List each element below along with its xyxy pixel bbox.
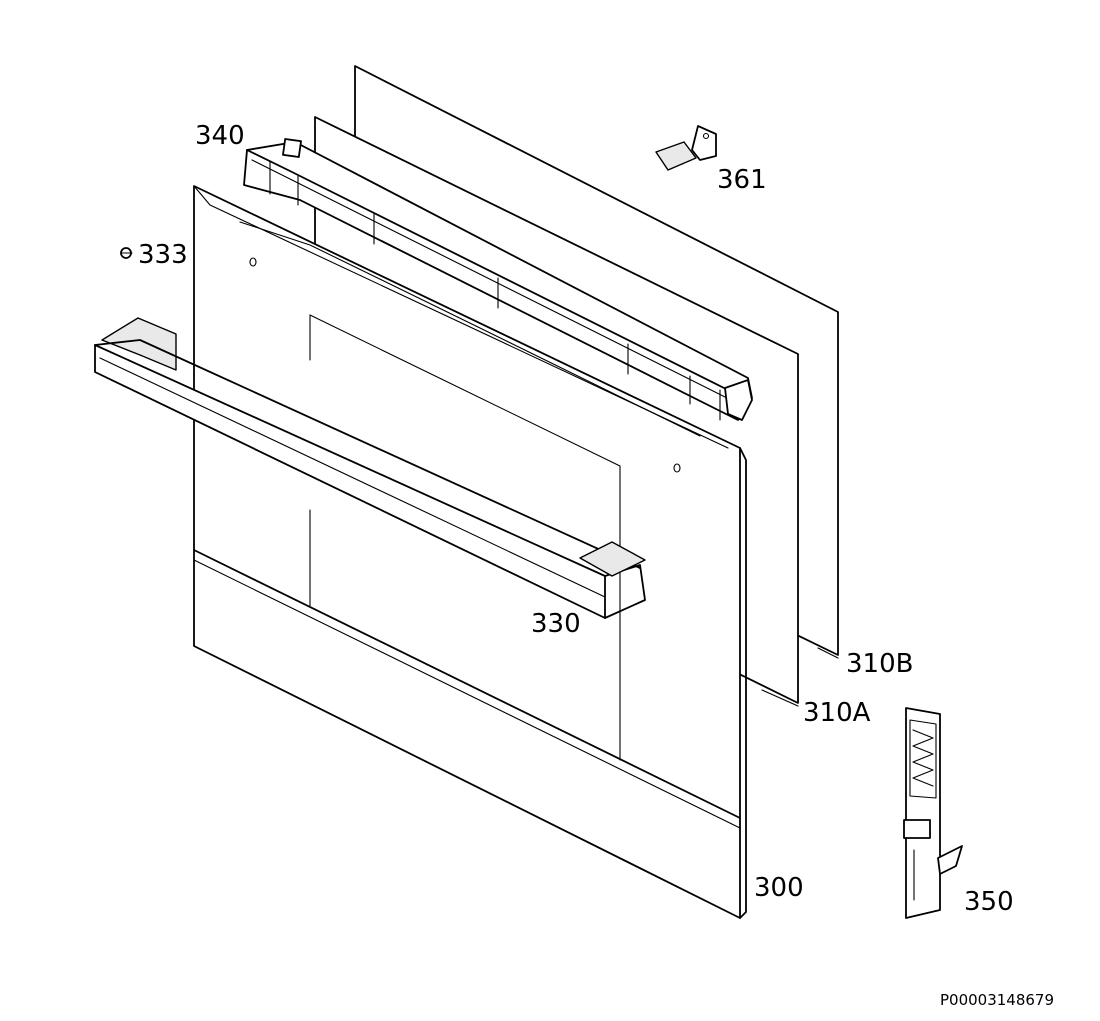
label-361: 361 [717, 165, 767, 195]
part-361-clip[interactable] [655, 125, 717, 171]
label-350: 350 [964, 887, 1014, 917]
part-350-hinge[interactable] [903, 707, 963, 919]
part-333-screw[interactable] [120, 247, 133, 259]
label-310b: 310B [846, 649, 913, 679]
label-330: 330 [531, 609, 581, 639]
label-333: 333 [138, 240, 188, 270]
reference-code: P00003148679 [940, 991, 1054, 1009]
part-330-door-handle[interactable] [94, 317, 646, 619]
label-340: 340 [195, 121, 245, 151]
label-310a: 310A [803, 698, 871, 728]
part-340-door-top-profile[interactable] [243, 138, 753, 421]
label-300: 300 [754, 873, 804, 903]
